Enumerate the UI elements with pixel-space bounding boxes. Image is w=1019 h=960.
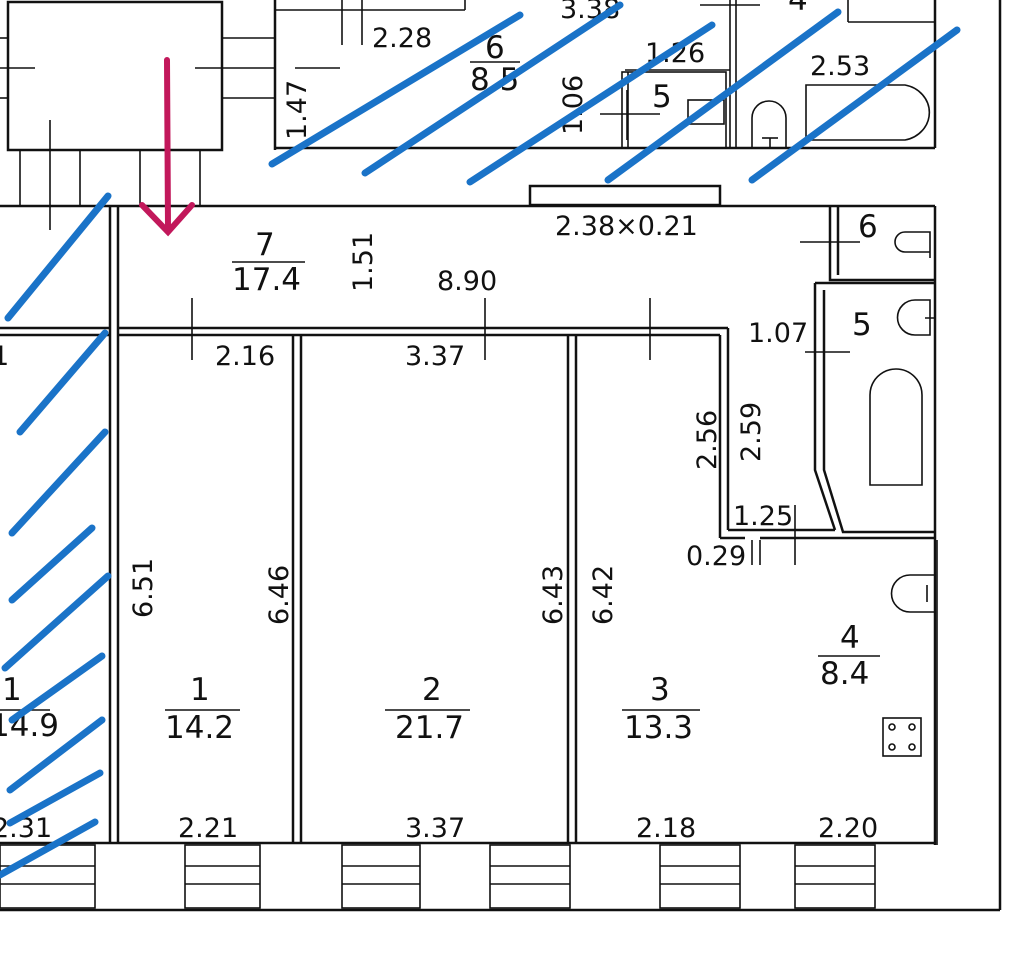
bathtub <box>869 368 923 486</box>
hatch-marks <box>0 1 961 879</box>
dim-label: 6.43 <box>538 565 569 625</box>
dim-label: 2.38×0.21 <box>555 211 698 242</box>
stairwell <box>0 0 275 230</box>
dim-label: 2.16 <box>215 341 275 372</box>
dim-label: 8.90 <box>437 266 497 297</box>
dim-label: 1.51 <box>348 232 379 292</box>
hall-7-area: 17.4 <box>232 262 301 298</box>
entrance-arrow <box>139 57 195 237</box>
dim-label: 1 <box>0 341 9 372</box>
dim-label: 2.59 <box>736 402 767 462</box>
dim-label: 2.21 <box>178 813 238 844</box>
main-walls <box>0 204 938 845</box>
dim-label: 1.07 <box>748 318 808 349</box>
room-3-area: 13.3 <box>624 710 693 746</box>
dim-label: 2.56 <box>692 410 723 470</box>
sink-wc <box>894 231 931 258</box>
hall-7-number: 7 <box>255 227 275 263</box>
dim-label: 0.29 <box>686 541 746 572</box>
dim-label: 3.37 <box>405 813 465 844</box>
dim-label: 2.31 <box>0 813 52 844</box>
dim-label: 3.37 <box>405 341 465 372</box>
room-label-area: 14.9 <box>0 708 59 744</box>
dim-label: 6.46 <box>264 565 295 625</box>
room-labels: 1 14.9 1 14.2 2 21.7 3 13.3 4 8.4 5 6 7 … <box>0 0 880 746</box>
dim-label: 2.18 <box>636 813 696 844</box>
room-2-area: 21.7 <box>395 710 464 746</box>
room-4-area: 8.4 <box>820 656 869 692</box>
bath-5-number: 5 <box>852 307 872 343</box>
upper-apartment <box>273 0 937 150</box>
room-4-number: 4 <box>840 620 860 656</box>
balcony <box>528 184 722 207</box>
room-3-number: 3 <box>650 672 670 708</box>
sink-bath <box>896 299 935 336</box>
dim-label: 1.25 <box>733 501 793 532</box>
dim-label: 2.53 <box>810 51 870 82</box>
dim-label: 2.28 <box>372 23 432 54</box>
room-1-area: 14.2 <box>165 710 234 746</box>
dim-label: 6.51 <box>128 558 159 618</box>
wc-6-number: 6 <box>858 209 878 245</box>
upper-4-number: 4 <box>788 0 808 18</box>
sink-kitchen <box>890 574 936 613</box>
windows <box>0 844 876 909</box>
room-1-number: 1 <box>190 672 210 708</box>
stove <box>882 717 922 757</box>
fixtures <box>869 231 936 757</box>
room-2-number: 2 <box>422 672 442 708</box>
dim-label: 1.47 <box>282 80 313 140</box>
dim-label: 6.42 <box>588 565 619 625</box>
outer-boundary <box>0 0 1002 912</box>
dim-label: 2.20 <box>818 813 878 844</box>
upper-6-number: 6 <box>485 30 505 66</box>
room-label-number: 1 <box>2 672 22 708</box>
upper-5-number: 5 <box>652 79 672 115</box>
